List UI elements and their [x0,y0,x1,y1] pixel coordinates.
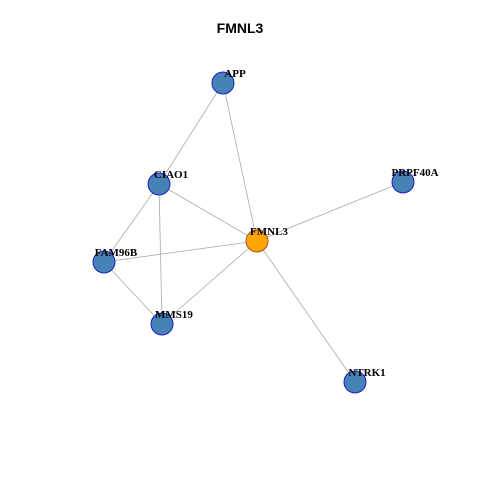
node-ciao1: CIAO1 [147,169,188,196]
node-label: FAM96B [95,247,138,259]
edge-app-fmnl3 [222,82,258,242]
edge-fam96b-mms19 [103,261,163,325]
node-fmnl3: FMNL3 [245,226,288,253]
node-prpf40a: PRPF40A [391,167,439,194]
node-mms19: MMS19 [150,309,193,336]
node-circle [150,312,174,336]
node-circle [391,170,415,194]
node-ntrk1: NTRK1 [343,367,386,394]
node-label: MMS19 [155,309,193,321]
node-app: APP [211,68,246,95]
edge-layer [103,82,404,383]
node-label: CIAO1 [154,169,188,181]
node-fam96b: FAM96B [92,247,138,274]
node-circle [92,250,116,274]
edge-fam96b-fmnl3 [103,240,258,263]
node-circle [343,370,367,394]
edge-ciao1-fam96b [103,183,160,263]
node-circle [211,71,235,95]
node-label: APP [224,68,246,80]
node-label: FMNL3 [250,226,288,238]
edge-ciao1-fmnl3 [158,183,258,242]
edge-fmnl3-ntrk1 [256,240,356,383]
edge-app-ciao1 [158,82,224,185]
node-label: NTRK1 [348,367,385,379]
node-circle [245,229,269,253]
figure-title: FMNL3 [216,20,264,36]
edge-mms19-fmnl3 [161,240,258,325]
edge-fmnl3-prpf40a [256,181,404,242]
node-label: PRPF40A [391,167,438,179]
node-circle [147,172,171,196]
